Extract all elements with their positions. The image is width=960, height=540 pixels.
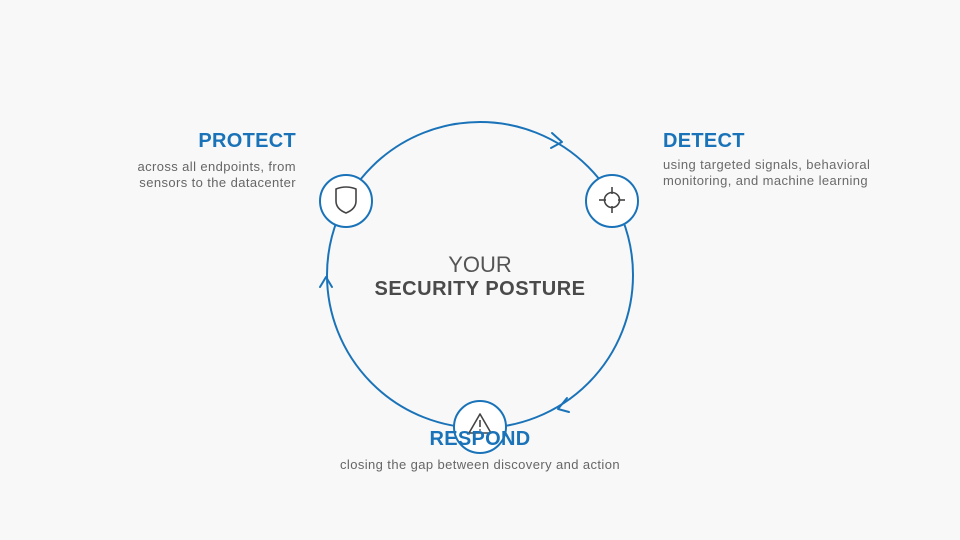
protect-node	[319, 174, 373, 228]
center-title-line2: SECURITY POSTURE	[374, 278, 586, 300]
protect-description: across all endpoints, from sensors to th…	[96, 159, 296, 191]
protect-description-line1: across all endpoints, from	[137, 159, 296, 174]
respond-description-line1: closing the gap between discovery and ac…	[340, 457, 620, 472]
detect-node	[585, 174, 639, 228]
detect-description-line1: using targeted signals, behavioral	[663, 157, 871, 172]
respond-description: closing the gap between discovery and ac…	[280, 457, 680, 473]
protect-description-line2: sensors to the datacenter	[139, 175, 296, 190]
warning-icon	[468, 413, 492, 434]
shield-icon	[335, 186, 357, 214]
crosshair-icon	[599, 187, 625, 213]
arrow-top-icon	[550, 132, 563, 149]
detect-node-circle	[585, 174, 639, 228]
protect-node-circle	[319, 174, 373, 228]
detect-description-line2: monitoring, and machine learning	[663, 173, 869, 188]
arrow-left-icon	[319, 276, 333, 288]
respond-title: RESPOND	[429, 428, 531, 450]
respond-node	[453, 400, 507, 454]
detect-description: using targeted signals, behavioral monit…	[663, 157, 913, 189]
protect-title: PROTECT	[198, 130, 296, 152]
detect-title: DETECT	[663, 130, 745, 152]
arrow-bottom-icon	[557, 397, 570, 413]
center-title-line1: YOUR	[448, 252, 512, 277]
